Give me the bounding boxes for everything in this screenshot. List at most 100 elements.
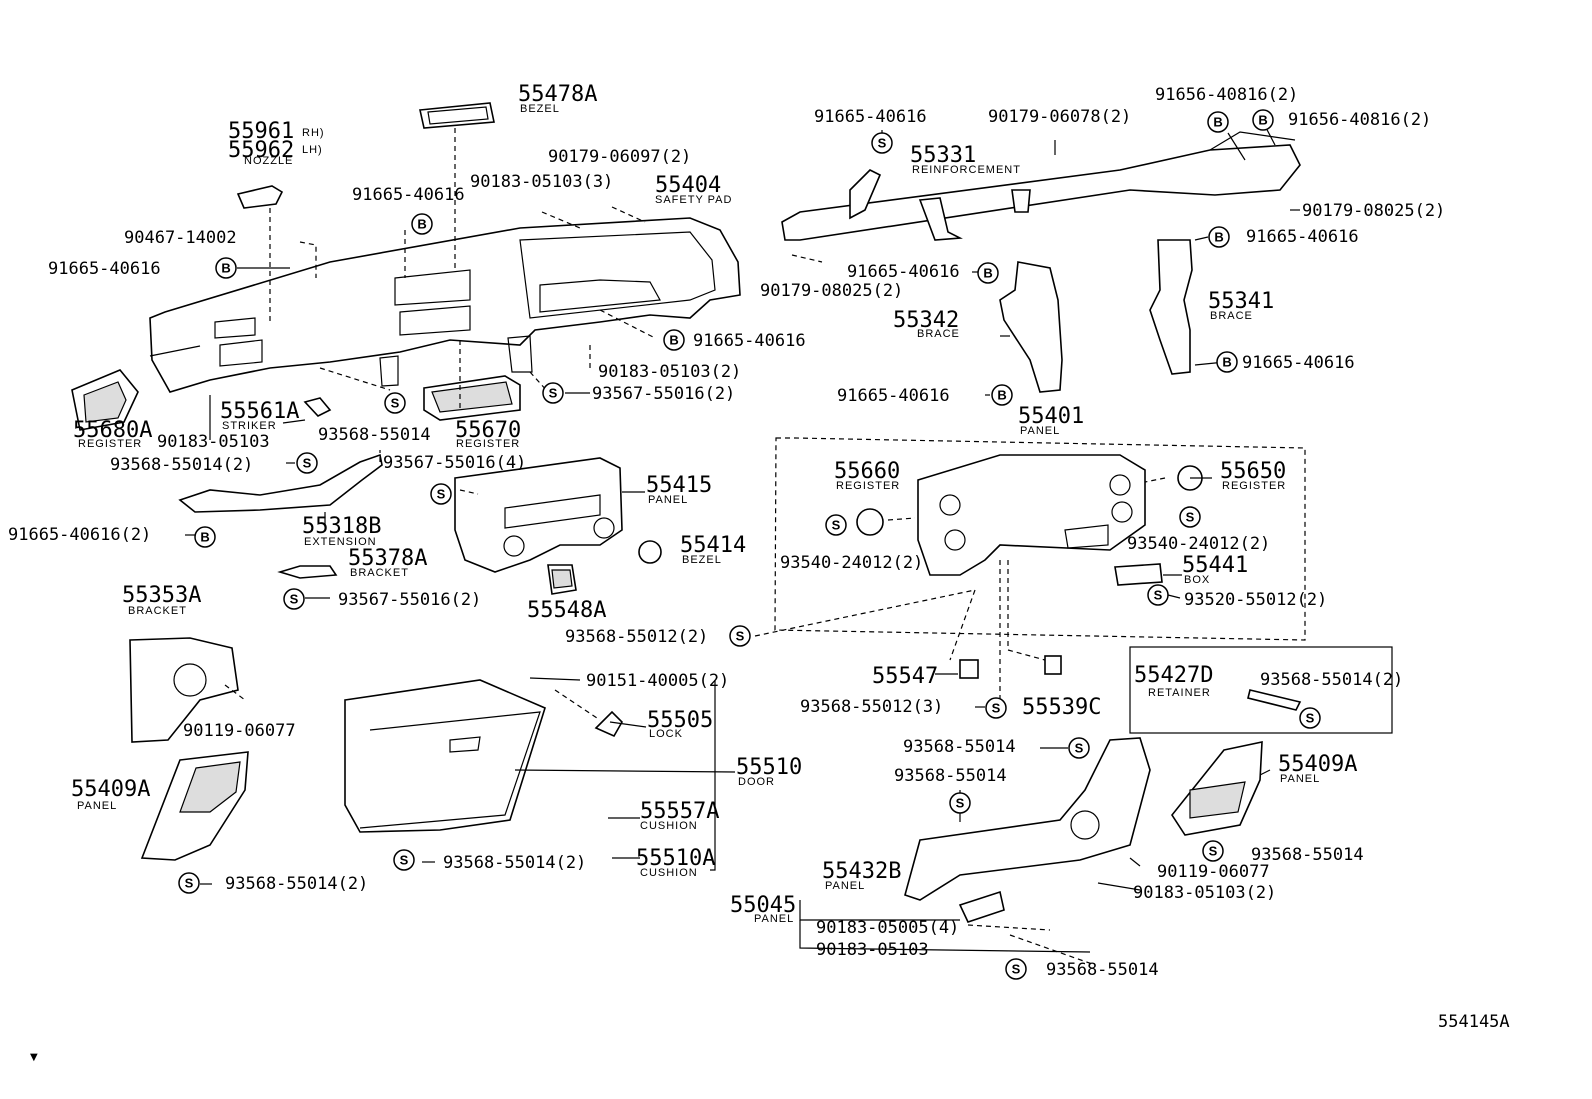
svg-text:S: S [1012,962,1021,977]
part-name: CUSHION [640,820,698,832]
svg-text:S: S [437,487,446,502]
part-name: REGISTER [836,480,900,492]
bolt-b-circle-icon: B [215,257,237,279]
svg-text:S: S [1209,844,1218,859]
screw-s-circle-icon: S [1299,707,1321,729]
part-name: BEZEL [520,103,560,115]
svg-text:B: B [221,261,230,276]
screw-s-circle-icon: S [949,792,971,814]
svg-text:B: B [669,333,678,348]
svg-text:S: S [290,592,299,607]
part-number: 55441 [1182,553,1248,578]
leader-lines [149,121,1300,966]
part-number: 93568-55014(2) [443,853,586,873]
screw-s-circle-icon: S [393,849,415,871]
safety-pad-55404 [149,217,741,393]
part-number: 90183-05005(4) [816,918,959,938]
part-number: 55409A [71,777,150,802]
part-number: 55427D [1134,663,1213,688]
part-number: 91665-40616 [814,107,927,127]
part-name: BRACE [1210,310,1253,322]
panel-55432B [904,737,1151,901]
part-number: 55505 [647,708,713,733]
svg-text:S: S [185,876,194,891]
part-number: 93568-55014 [318,425,431,445]
group-box-55427D [1129,646,1393,734]
part-number: 55650 [1220,459,1286,484]
part-name: NOZZLE [244,155,293,167]
part-number: 55548A [527,598,606,623]
part-number: 55432B [822,859,901,884]
part-number: 55962 [228,138,294,163]
svg-text:B: B [1214,230,1223,245]
svg-text:B: B [417,217,426,232]
svg-text:S: S [956,796,965,811]
part-number: 55660 [834,459,900,484]
part-name: REGISTER [1222,480,1286,492]
part-number: 91665-40616 [1242,353,1355,373]
part-number: 55378A [348,546,427,571]
part-number: 90183-05103(2) [1133,883,1276,903]
part-number: 93567-55016(2) [338,590,481,610]
screw-s-circle-icon: S [1202,840,1224,862]
part-number: 55680A [73,418,152,443]
part-name: EXTENSION [304,536,377,548]
part-name: STRIKER [222,420,277,432]
part-number: 55045 [730,893,796,918]
part-number: 55670 [455,418,521,443]
part-number: 93568-55014(2) [1260,670,1403,690]
screw-s-circle-icon: S [1147,584,1169,606]
bezel-55414 [638,540,662,564]
part-number: 93568-55014(2) [225,874,368,894]
part-number: 90151-40005(2) [586,671,729,691]
svg-text:S: S [400,853,409,868]
svg-text:S: S [1306,711,1315,726]
part-number: 91665-40616(2) [8,525,151,545]
part-number: 55557A [640,799,719,824]
part-number: 93540-24012(2) [1127,534,1270,554]
bolt-b-circle-icon: B [1216,351,1238,373]
part-number: 55961 [228,119,294,144]
part-number: 93540-24012(2) [780,553,923,573]
part-number: 93568-55014 [903,737,1016,757]
part-number: 93567-55016(2) [592,384,735,404]
diagram-code: 554145A [1438,1012,1510,1032]
part-number: 55478A [518,82,597,107]
part-name: BRACE [917,328,960,340]
part-drawings [71,102,1302,923]
part-number: 55353A [122,583,201,608]
part-number: 90179-06097(2) [548,147,691,167]
screw-s-circle-icon: S [283,588,305,610]
svg-text:S: S [1186,510,1195,525]
fastener-symbols: B B B S S S S B S S S S S B B B B B B S … [178,109,1321,980]
svg-text:S: S [303,456,312,471]
part-name: RETAINER [1148,687,1211,699]
bolt-b-circle-icon: B [1208,226,1230,248]
door-55510 [344,679,546,833]
screw-s-circle-icon: S [430,483,452,505]
part-name: REGISTER [78,438,142,450]
screw-s-circle-icon: S [384,392,406,414]
part-number: 91665-40616 [1246,227,1359,247]
part-name: DOOR [738,776,775,788]
part-name: REINFORCEMENT [912,164,1021,176]
extension-55318B [178,453,383,513]
group-box-55401 [774,437,1306,641]
screw-s-circle-icon: S [1005,958,1027,980]
screw-s-circle-icon: S [1068,737,1090,759]
part-number: 90183-05103 [816,940,929,960]
part-number: 55331 [910,143,976,168]
part-number: 93568-55014 [1251,845,1364,865]
bezel-55478A [419,102,495,129]
part-name: PANEL [1020,425,1060,437]
part-number: 90183-05103(3) [470,172,613,192]
part-number: 55401 [1018,404,1084,429]
part-number: 90183-05103 [157,432,270,452]
part-side: LH) [302,144,323,156]
part-name: CUSHION [640,867,698,879]
bolt-b-circle-icon: B [411,213,433,235]
part-name: BRACKET [128,605,187,617]
part-name: REGISTER [456,438,520,450]
part-labels: 55478A BEZEL 55961 RH) 55962 LH) NOZZLE … [8,82,1510,1063]
part-number: 91665-40616 [693,331,806,351]
